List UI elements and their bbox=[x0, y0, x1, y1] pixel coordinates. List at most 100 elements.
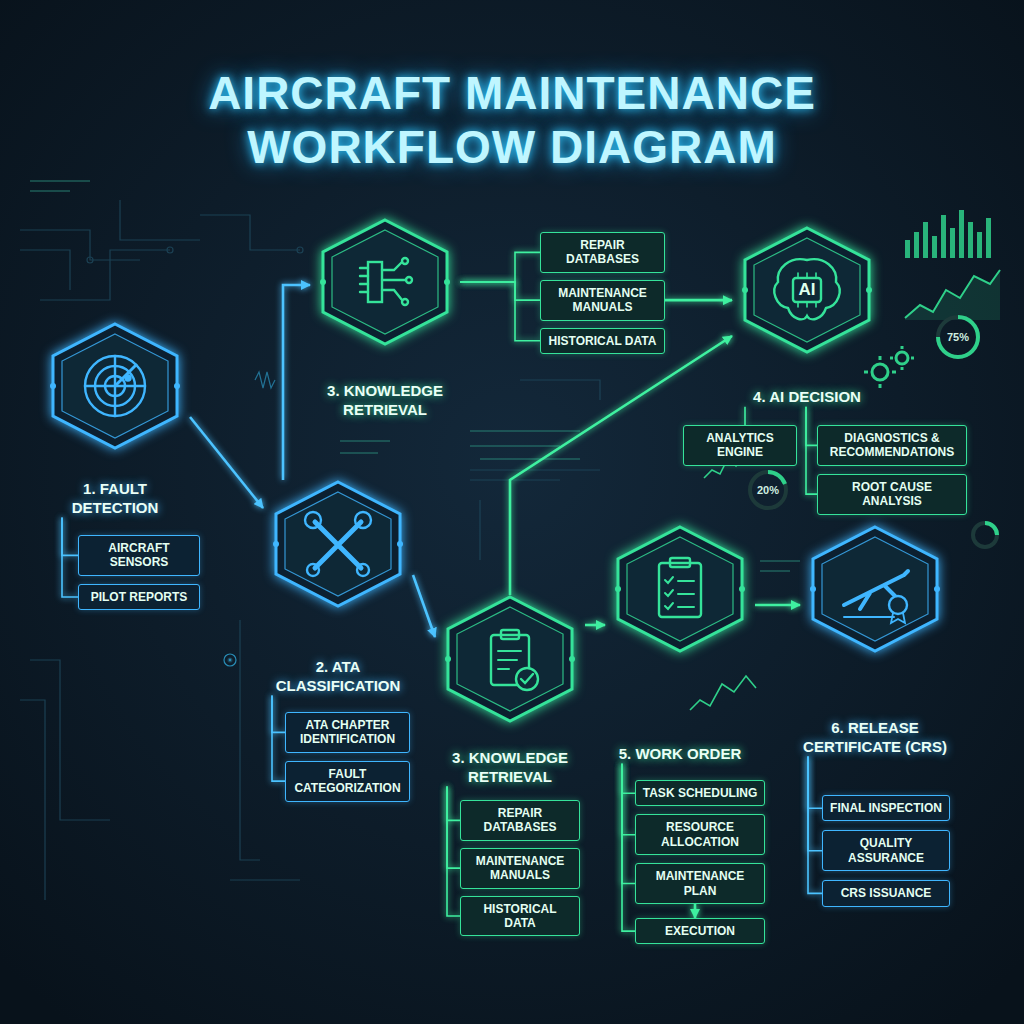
branch-line bbox=[272, 696, 285, 782]
decor-shape bbox=[305, 512, 321, 528]
decor-shape bbox=[115, 365, 136, 386]
decor-shape bbox=[20, 200, 300, 300]
branch-line bbox=[744, 407, 746, 425]
item-box: FAULT CATEGORIZATION bbox=[285, 761, 410, 802]
title-text: AIRCRAFT MAINTENANCE WORKFLOW DIAGRAM bbox=[152, 66, 872, 175]
hexagon-border bbox=[745, 228, 869, 352]
item-label: HISTORICAL DATA bbox=[547, 334, 658, 348]
branch-line bbox=[460, 252, 540, 282]
decor-shape bbox=[85, 356, 145, 416]
decor-shape bbox=[986, 218, 991, 258]
stage-icon bbox=[360, 258, 412, 305]
item-box: RESOURCE ALLOCATION bbox=[635, 814, 765, 855]
stage-hexagon: 2. ATA CLASSIFICATION bbox=[263, 480, 413, 696]
stage-title: 5. WORK ORDER bbox=[605, 745, 755, 764]
stage-icon bbox=[85, 356, 145, 416]
decor-shape bbox=[985, 523, 997, 535]
stage-title: 2. ATA CLASSIFICATION bbox=[263, 658, 413, 696]
item-label: RESOURCE ALLOCATION bbox=[642, 820, 758, 849]
hexagon-outline bbox=[263, 480, 413, 608]
decor-shape bbox=[923, 222, 928, 258]
decor-shape bbox=[950, 228, 955, 258]
port-dot bbox=[742, 287, 748, 293]
progress-ring bbox=[973, 523, 997, 547]
percent-value: 20% bbox=[757, 484, 779, 496]
item-box: HISTORICAL DATA bbox=[540, 328, 665, 354]
item-box: EXECUTION bbox=[635, 918, 765, 944]
port-dot bbox=[615, 586, 621, 592]
branch-line bbox=[460, 282, 540, 300]
flow-arrow bbox=[283, 285, 310, 480]
hexagon-inner bbox=[754, 238, 860, 342]
decor-shape bbox=[355, 512, 371, 528]
stage-hexagon: 1. FAULT DETECTION bbox=[40, 322, 190, 518]
hexagon-inner bbox=[62, 334, 168, 438]
branch-line bbox=[808, 757, 822, 851]
item-label: ROOT CAUSE ANALYSIS bbox=[824, 480, 960, 509]
decor-shape bbox=[307, 564, 319, 576]
area-chart bbox=[905, 270, 1000, 320]
decor-shape bbox=[872, 364, 888, 380]
hexagon-inner bbox=[285, 492, 391, 596]
branch-line bbox=[622, 764, 635, 835]
branch-line bbox=[622, 764, 635, 793]
flow-arrow bbox=[755, 604, 800, 607]
decor-shape bbox=[793, 278, 821, 302]
branch-line bbox=[806, 407, 817, 494]
decor-shape bbox=[228, 658, 232, 662]
decor-shape bbox=[360, 262, 406, 300]
decor-shape bbox=[516, 668, 538, 690]
port-dot bbox=[445, 656, 451, 662]
decor-shape bbox=[224, 654, 236, 666]
decor-shape bbox=[297, 247, 303, 253]
item-label: ANALYTICS ENGINE bbox=[690, 431, 790, 460]
decor-shape bbox=[501, 630, 519, 639]
item-label: DIAGNOSTICS & RECOMMENDATIONS bbox=[824, 431, 960, 460]
item-box: ROOT CAUSE ANALYSIS bbox=[817, 474, 967, 515]
stage-icon bbox=[774, 259, 839, 319]
hexagon-outline bbox=[605, 525, 755, 653]
branch-line bbox=[447, 787, 460, 821]
decor-shape bbox=[905, 240, 910, 258]
hexagon-outline bbox=[310, 218, 460, 346]
item-box: CRS ISSUANCE bbox=[822, 880, 950, 906]
decor-shape bbox=[760, 560, 800, 562]
item-label: REPAIR DATABASES bbox=[547, 238, 658, 267]
stage-title: 1. FAULT DETECTION bbox=[40, 480, 190, 518]
hexagon-inner bbox=[332, 230, 438, 334]
branch-line bbox=[808, 757, 822, 894]
decor-shape bbox=[368, 262, 382, 302]
decor-shape bbox=[750, 472, 786, 508]
decor-shape bbox=[938, 317, 978, 357]
decor-shape bbox=[941, 215, 946, 258]
item-label: FAULT CATEGORIZATION bbox=[292, 767, 403, 796]
item-box: MAINTENANCE MANUALS bbox=[540, 280, 665, 321]
decor-shape bbox=[665, 577, 694, 609]
decor-shape bbox=[760, 570, 790, 572]
chip-text: AI bbox=[799, 280, 816, 300]
item-label: QUALITY ASSURANCE bbox=[829, 836, 943, 865]
decor-shape bbox=[480, 458, 580, 460]
stage-icon bbox=[305, 512, 371, 576]
decor-shape bbox=[977, 232, 982, 258]
diagram-title: AIRCRAFT MAINTENANCE WORKFLOW DIAGRAM bbox=[152, 66, 872, 175]
decor-shape bbox=[340, 452, 378, 454]
stage-hexagon: 4. AI DECISION bbox=[732, 226, 882, 407]
data-dots bbox=[30, 180, 800, 572]
hexagon-border bbox=[53, 324, 177, 448]
port-dot bbox=[739, 586, 745, 592]
port-dot bbox=[569, 656, 575, 662]
item-label: FINAL INSPECTION bbox=[829, 801, 943, 815]
port-dot bbox=[273, 541, 279, 547]
item-label: TASK SCHEDULING bbox=[642, 786, 758, 800]
hexagon-border bbox=[618, 527, 742, 651]
hexagon-inner bbox=[457, 607, 563, 711]
item-label: REPAIR DATABASES bbox=[467, 806, 573, 835]
item-box: MAINTENANCE PLAN bbox=[635, 863, 765, 904]
decor-shape bbox=[521, 674, 533, 683]
branch-line bbox=[806, 407, 817, 446]
stage-icon bbox=[491, 630, 538, 690]
flow-arrow bbox=[413, 575, 435, 637]
decor-shape bbox=[340, 440, 390, 442]
